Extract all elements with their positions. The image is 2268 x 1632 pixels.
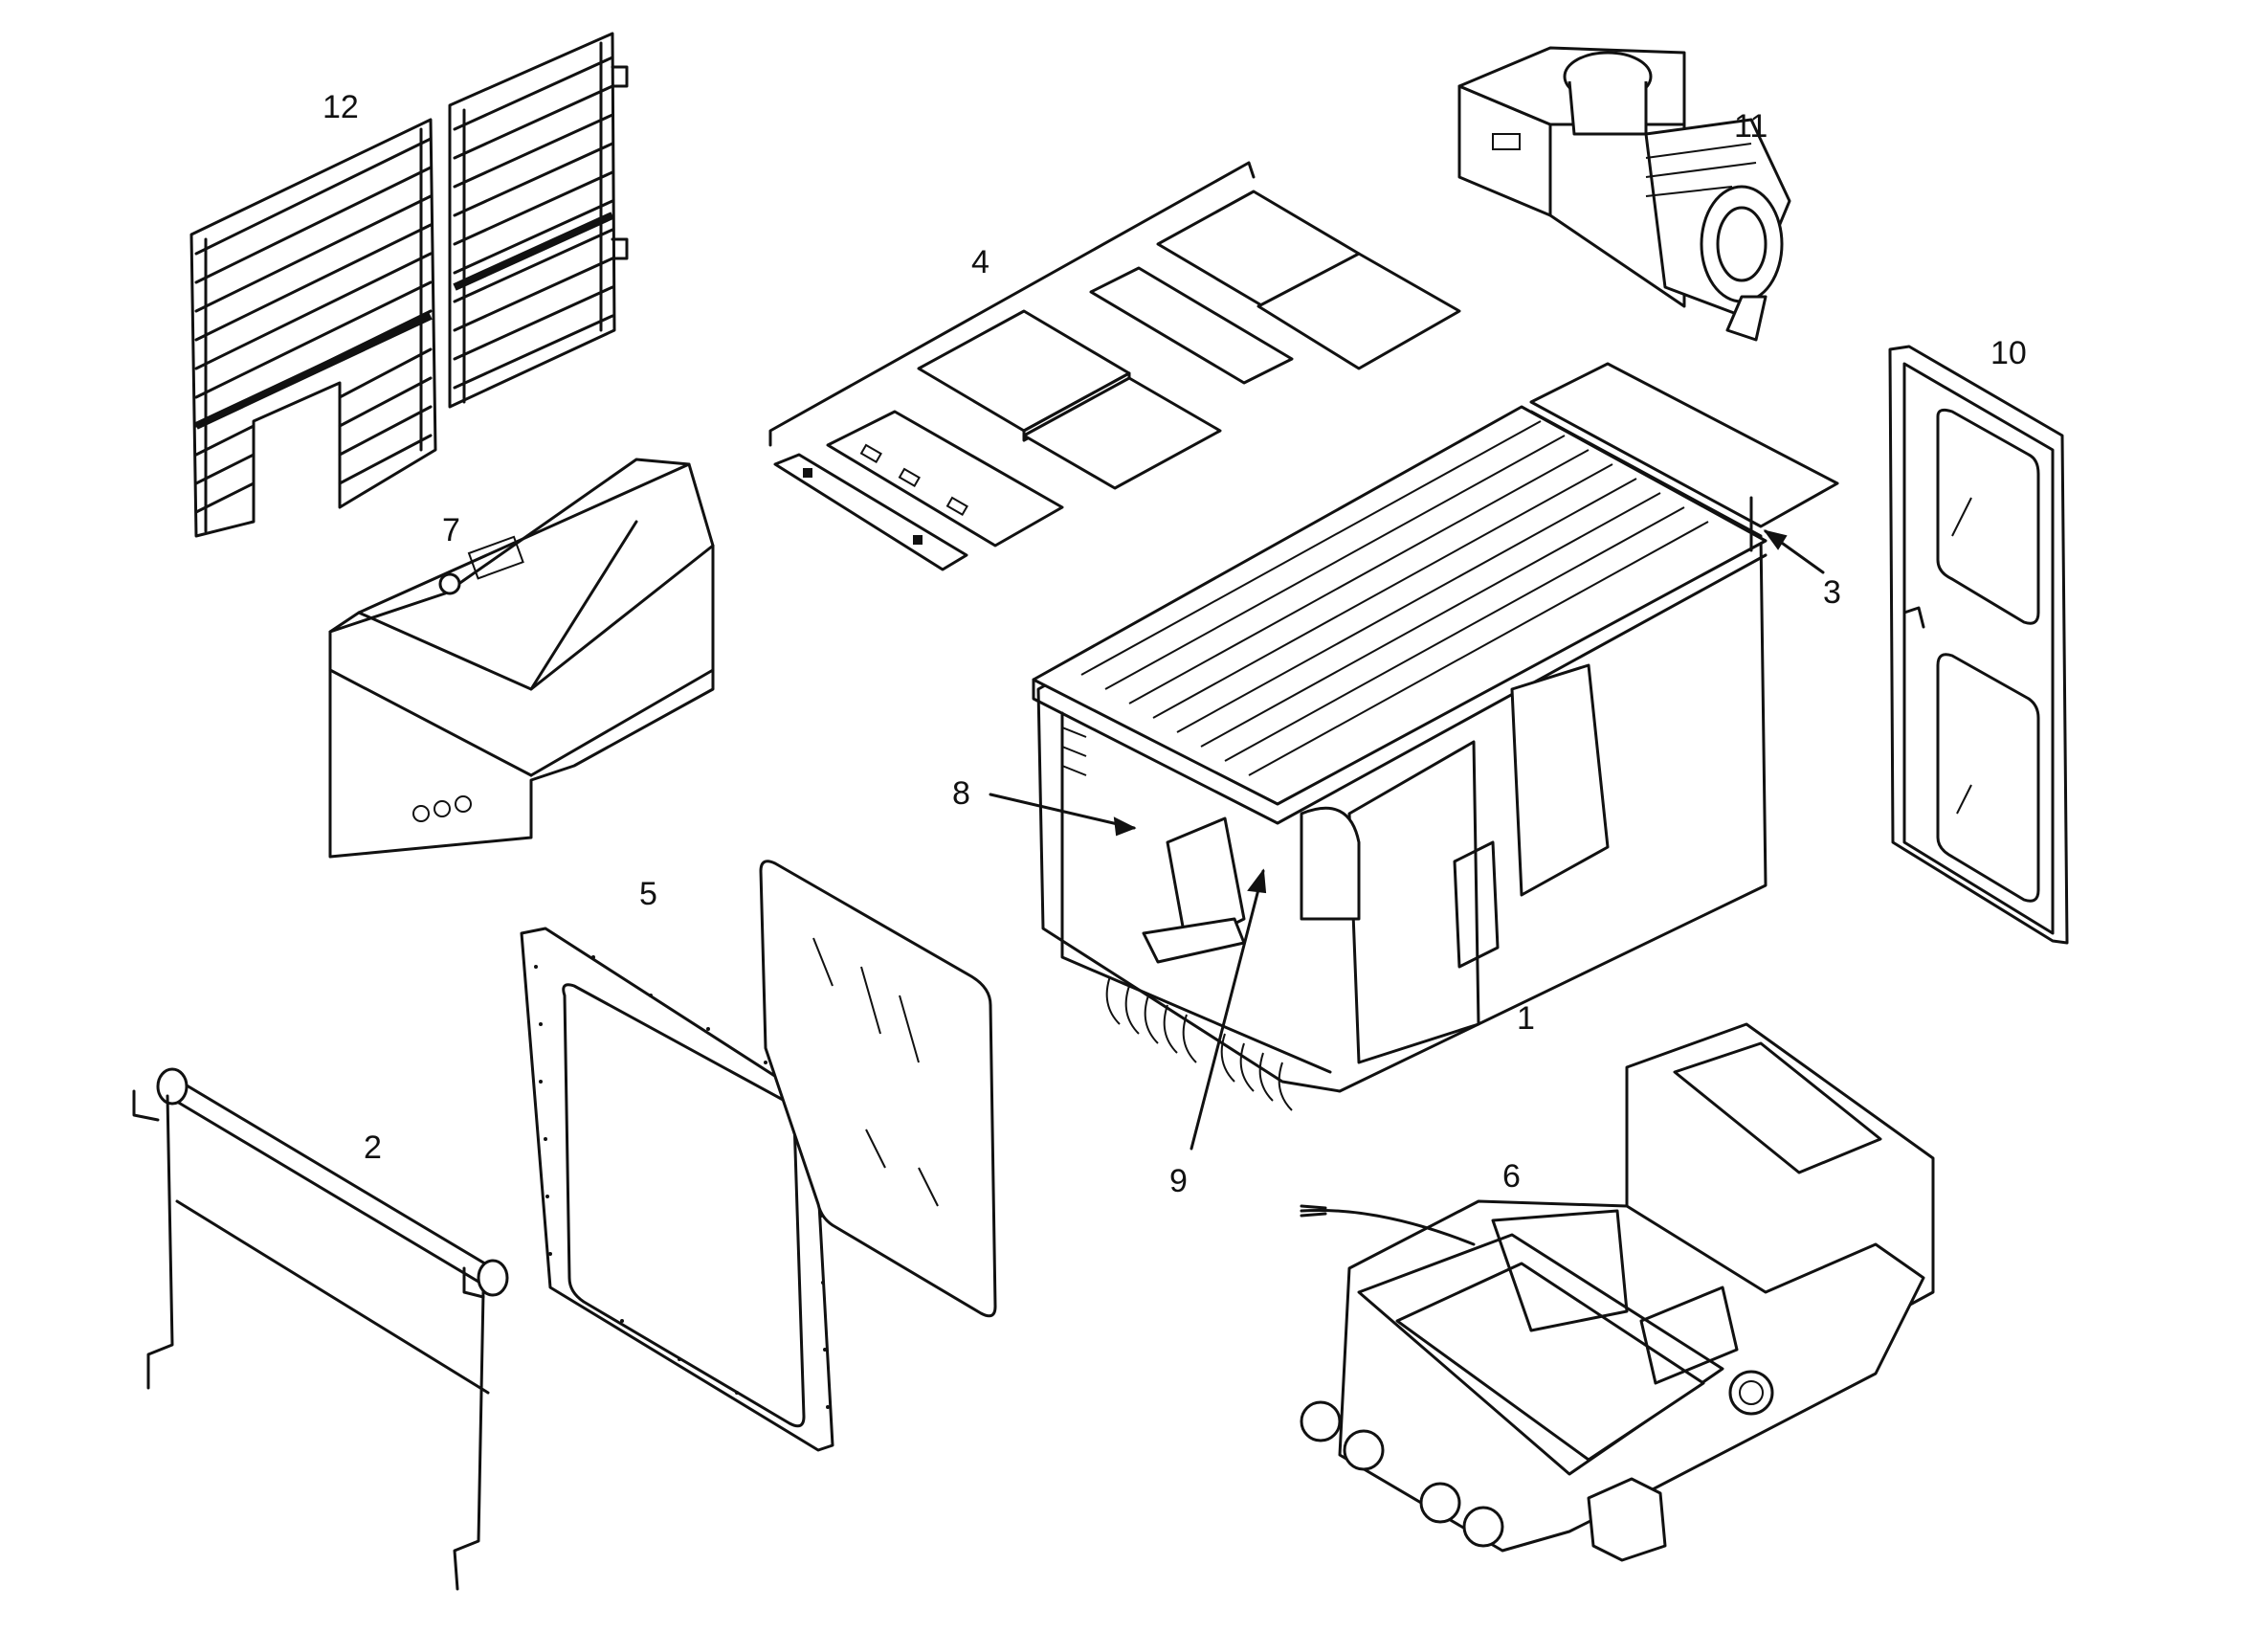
label-part-1: 1 [1517, 1000, 1535, 1037]
part-7-console [328, 458, 715, 859]
part-1-cab [1032, 362, 1839, 1111]
part-11-air-cleaner [1457, 46, 1791, 342]
label-part-4: 4 [971, 244, 989, 280]
part-5-window-gasket [520, 927, 834, 1452]
label-part-10: 10 [1990, 335, 2027, 371]
part-10-door [1888, 345, 2069, 945]
label-part-3: 3 [1823, 574, 1841, 611]
label-part-12: 12 [322, 89, 359, 125]
part-5-glass-pane [759, 860, 997, 1318]
label-part-2: 2 [364, 1129, 382, 1166]
part-6-heater-unit [1300, 1022, 1935, 1562]
label-part-6: 6 [1502, 1158, 1521, 1195]
label-part-5: 5 [639, 876, 657, 912]
part-12-louver-grilles [189, 32, 629, 538]
label-part-7: 7 [442, 512, 460, 548]
part-2-roller-shade [132, 1067, 509, 1591]
part-4-panels [768, 161, 1461, 571]
label-part-11: 11 [1734, 108, 1768, 145]
label-part-8: 8 [952, 775, 970, 812]
leader-lines [989, 529, 1825, 1151]
label-part-9: 9 [1169, 1163, 1188, 1199]
